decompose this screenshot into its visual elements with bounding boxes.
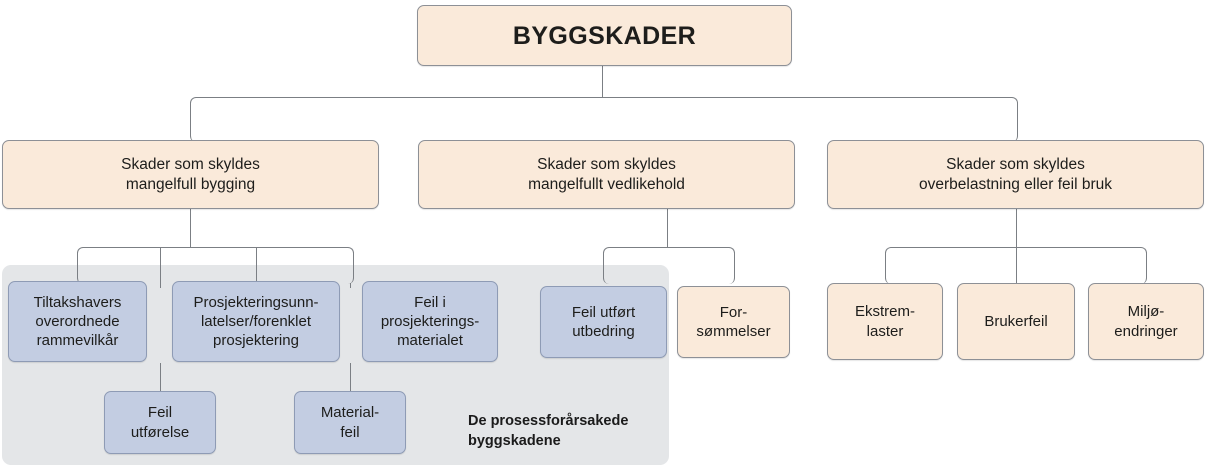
connector-branch2-drop-middle xyxy=(1016,247,1017,283)
connector-branch2-stem xyxy=(1016,209,1017,247)
node-feil-utforelse[interactable]: Feil utførelse xyxy=(104,391,216,454)
connector-level4-drop-materialfeil xyxy=(350,363,351,391)
node-feil-i-prosjekteringsmaterialet[interactable]: Feil i prosjekterings- materialet xyxy=(362,281,498,362)
process-caused-group-label: De prosessforårsakede byggskadene xyxy=(468,413,629,449)
connector-branch1-stem xyxy=(667,209,668,247)
node-level2-overbelastning-feil-bruk[interactable]: Skader som skyldes overbelastning eller … xyxy=(827,140,1204,209)
node-level2-mangelfullt-vedlikehold[interactable]: Skader som skyldes mangelfullt vedlikeho… xyxy=(418,140,795,209)
connector-branch0-drop-2 xyxy=(160,247,161,283)
node-level2-mangelfull-bygging[interactable]: Skader som skyldes mangelfull bygging xyxy=(2,140,379,209)
node-tiltakshavers-overordnede-rammevilkar[interactable]: Tiltakshavers overordnede rammevilkår xyxy=(8,281,147,362)
connector-branch0-bus xyxy=(77,247,354,284)
node-ekstremlaster[interactable]: Ekstrem- laster xyxy=(827,283,943,360)
node-feil-utfort-utbedring[interactable]: Feil utført utbedring xyxy=(540,286,667,358)
node-root[interactable]: BYGGSKADER xyxy=(417,5,792,66)
connector-level4-drop-feil-utforelse xyxy=(160,363,161,391)
connector-branch1-bus xyxy=(603,247,735,284)
node-brukerfeil[interactable]: Brukerfeil xyxy=(957,283,1075,360)
node-prosjekteringsunnlatelser[interactable]: Prosjekteringsunn- latelser/forenklet pr… xyxy=(172,281,340,362)
connector-branch0-side-left xyxy=(160,283,161,288)
connector-branch0-stem xyxy=(190,209,191,247)
node-miljoendringer[interactable]: Miljø- endringer xyxy=(1088,283,1204,360)
connector-root-stem xyxy=(602,66,603,98)
node-materialfeil[interactable]: Material- feil xyxy=(294,391,406,454)
node-forsommelser[interactable]: For- sømmelser xyxy=(677,286,790,358)
connector-level2-bus xyxy=(190,97,1018,142)
connector-branch0-drop-3 xyxy=(256,247,257,283)
connector-branch0-side-right xyxy=(350,283,351,288)
